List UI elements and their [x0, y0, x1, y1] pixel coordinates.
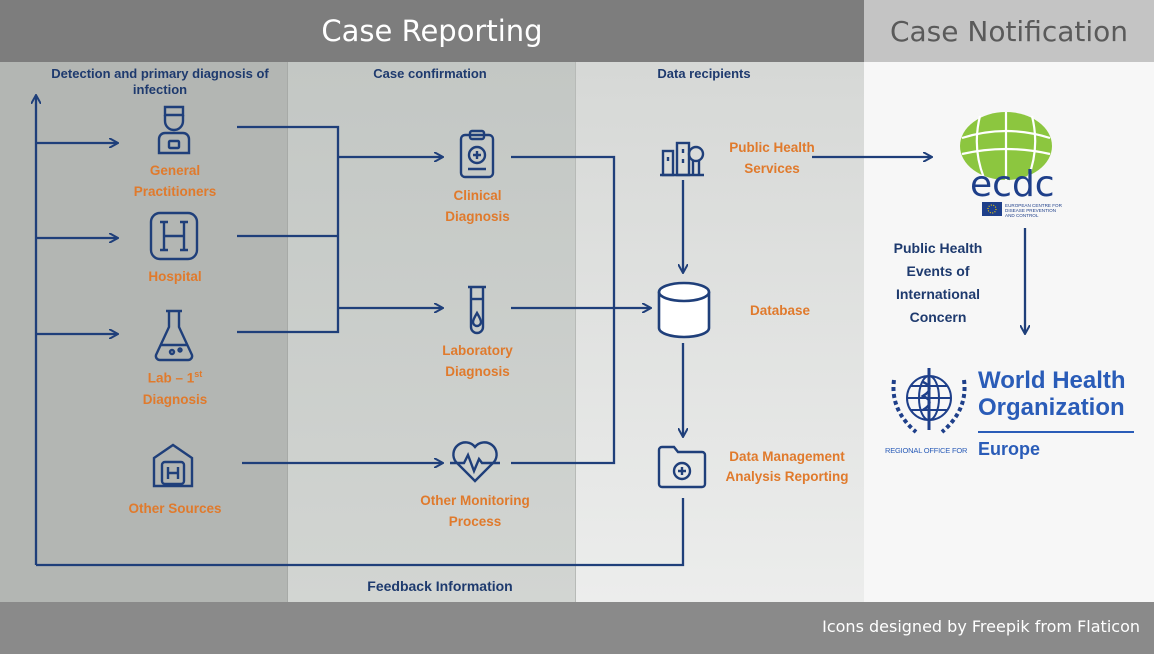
footer-credit: Icons designed by Freepik from Flaticon [822, 617, 1140, 636]
building-icon [152, 443, 194, 488]
folder-icon [657, 445, 707, 489]
feedback-information-label: Feedback Information [367, 578, 513, 594]
recipients-column-bg [575, 62, 865, 602]
ecdc-logo: ecdc EUROPEAN CENTRE FOR DISEASE PREVENT… [960, 112, 1063, 218]
lab-label-line2: Diagnosis [142, 391, 208, 407]
public-health-events-label: Public Health Events of International Co… [893, 240, 983, 325]
lab-flask-icon [154, 309, 194, 362]
who-emblem-icon [891, 368, 967, 434]
case-notification-header: Case Notification [864, 0, 1154, 62]
other-sources-label: Other Sources [128, 501, 222, 516]
who-name-line2: Organization [978, 394, 1125, 421]
case-reporting-header: Case Reporting [0, 0, 864, 62]
ecdc-wordmark: ecdc [970, 164, 1055, 205]
lab-label-main: Lab – 1 [147, 370, 195, 386]
svg-text:AND CONTROL: AND CONTROL [1005, 213, 1039, 218]
recipients-column-title: Data recipients [657, 66, 751, 81]
clinical-diagnosis-label: Clinical Diagnosis [445, 188, 510, 224]
case-reporting-title: Case Reporting [321, 14, 543, 48]
confirmation-column-title: Case confirmation [373, 66, 487, 81]
hospital-label: Hospital [148, 269, 202, 284]
public-health-services-label: Public Health Services [729, 140, 815, 176]
svg-text:EUROPEAN CENTRE FOR: EUROPEAN CENTRE FOR [1005, 203, 1063, 208]
svg-text:DISEASE PREVENTION: DISEASE PREVENTION [1005, 208, 1056, 213]
database-label: Database [749, 303, 811, 318]
general-practitioners-label: General Practitioners [133, 163, 217, 199]
feedback-return-line [36, 498, 685, 567]
lab-first-diagnosis-label: Lab – 1st Diagnosis [115, 364, 235, 410]
doctor-icon [157, 105, 191, 155]
who-name-line1: World Health [978, 367, 1126, 394]
lab-label-sup: st [194, 369, 203, 379]
data-management-label: Data Management Analysis Reporting [725, 449, 849, 484]
who-europe-label: Europe [978, 439, 1041, 459]
case-notification-title: Case Notification [889, 14, 1129, 48]
hospital-icon [149, 211, 199, 261]
detection-column-title: Detection and primary diagnosis of infec… [51, 66, 269, 97]
heartbeat-icon [450, 441, 500, 483]
city-icon [660, 141, 705, 177]
who-divider [978, 431, 1134, 433]
confirmation-merge-line [511, 155, 616, 465]
database-icon [657, 281, 711, 339]
laboratory-diagnosis-label: Laboratory Diagnosis [442, 343, 513, 379]
footer-bar [0, 602, 1154, 654]
sources-merge-line [237, 125, 340, 334]
clipboard-icon [459, 129, 495, 179]
who-regional-label: REGIONAL OFFICE FOR [885, 446, 968, 455]
test-tube-icon [468, 285, 486, 335]
other-monitoring-label: Other Monitoring Process [420, 493, 530, 529]
